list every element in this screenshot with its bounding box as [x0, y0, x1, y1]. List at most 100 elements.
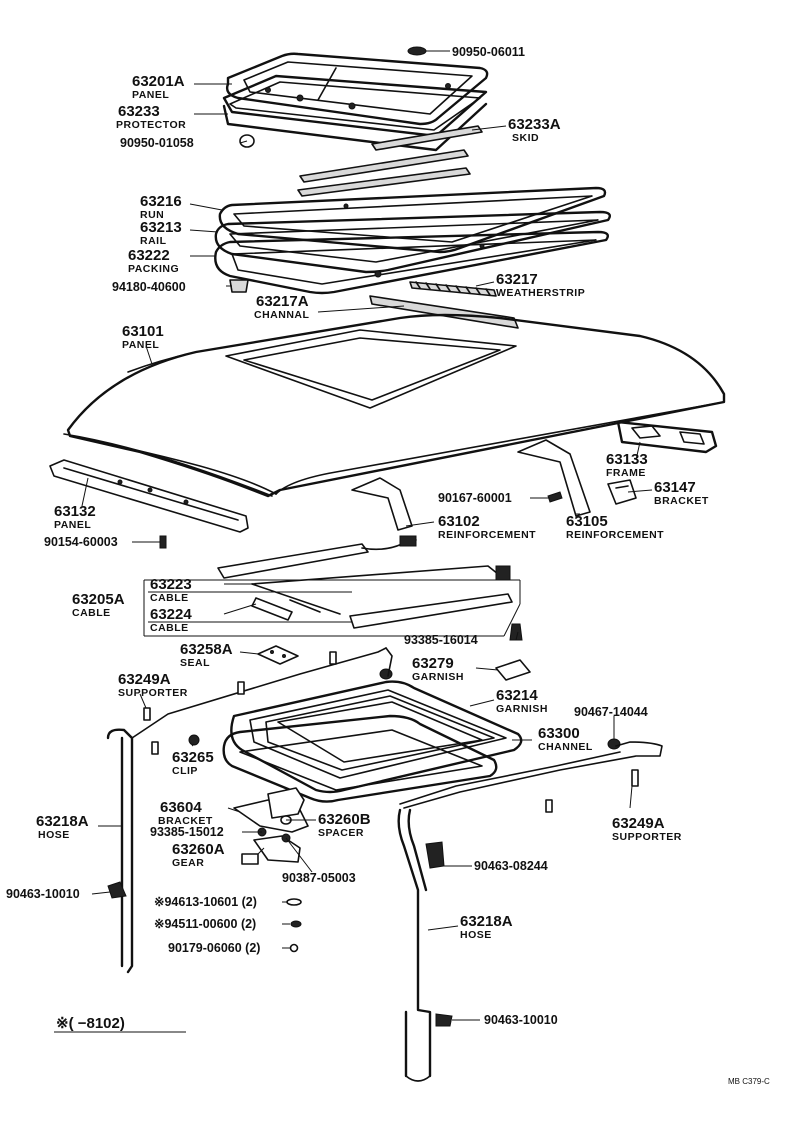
part-name-63218A-left: HOSE — [38, 829, 70, 841]
part-number-63222: 63222 — [128, 247, 170, 264]
reinforcement-right-shape — [517, 439, 591, 517]
part-name-63133: FRAME — [606, 467, 646, 479]
part-name-63260A: GEAR — [172, 857, 204, 869]
part-number-63300: 63300 — [538, 725, 580, 742]
nut-icon — [289, 943, 299, 953]
washer-icon — [286, 898, 302, 906]
clip-icon — [229, 279, 249, 293]
bracket-shape — [607, 479, 637, 505]
bolt-icon — [159, 535, 167, 549]
seal-shape — [257, 645, 299, 665]
part-number-63249A-right: 63249A — [612, 815, 665, 832]
part-name-63201A: PANEL — [132, 89, 169, 101]
part-number-94613-10601: ※94613-10601 (2) — [154, 895, 257, 909]
part-name-63205A: CABLE — [72, 607, 111, 619]
roof-panel-shape — [63, 313, 726, 498]
part-name-63105: REINFORCEMENT — [566, 529, 664, 541]
footnote: ※( −8102) — [56, 1015, 125, 1032]
part-number-90950-06011: 90950-06011 — [452, 45, 525, 59]
cable-assembly-shape — [217, 535, 513, 629]
drain-channel-shape — [222, 680, 523, 803]
part-number-63217A: 63217A — [256, 293, 309, 310]
part-name-63260B: SPACER — [318, 827, 364, 839]
part-number-63105: 63105 — [566, 513, 608, 530]
part-name-63216: RUN — [140, 209, 164, 221]
part-number-90463-08244: 90463-08244 — [474, 859, 548, 873]
part-name-63101: PANEL — [122, 339, 159, 351]
part-name-63258A: SEAL — [180, 657, 210, 669]
part-name-63604: BRACKET — [158, 815, 213, 827]
leader-lines — [54, 50, 653, 1033]
part-number-63265: 63265 — [172, 749, 214, 766]
part-name-63249A-left: SUPPORTER — [118, 687, 188, 699]
part-number-63205A: 63205A — [72, 591, 125, 608]
part-name-63102: REINFORCEMENT — [438, 529, 536, 541]
part-name-63218A-right: HOSE — [460, 929, 492, 941]
part-number-63260B: 63260B — [318, 811, 371, 828]
part-number-63147: 63147 — [654, 479, 696, 496]
reinforcement-left-shape — [351, 477, 413, 531]
part-labels: 90950-06011 63201A PANEL 63233 PROTECTOR… — [6, 45, 770, 1086]
part-number-63224: 63224 — [150, 606, 192, 623]
part-name-63300: CHANNEL — [538, 741, 593, 753]
part-number-63213: 63213 — [140, 219, 182, 236]
part-number-63214: 63214 — [496, 687, 538, 704]
drawing-reference: MB C379-C — [728, 1077, 770, 1086]
channel-shape — [369, 295, 519, 329]
part-number-63216: 63216 — [140, 193, 182, 210]
screw-icon — [547, 491, 563, 503]
part-number-63258A: 63258A — [180, 641, 233, 658]
part-name-63217: WEATHERSTRIP — [496, 287, 585, 299]
part-number-63218A-right: 63218A — [460, 913, 513, 930]
hose-clamp-icon — [435, 1013, 453, 1027]
part-number-93385-15012: 93385-15012 — [150, 825, 224, 839]
part-number-63604: 63604 — [160, 799, 202, 816]
part-number-63102: 63102 — [438, 513, 480, 530]
part-number-90154-60003: 90154-60003 — [44, 535, 118, 549]
hose-clamp-icon — [107, 881, 127, 899]
part-number-63101: 63101 — [122, 323, 164, 340]
part-name-63147: BRACKET — [654, 495, 709, 507]
part-number-63233A: 63233A — [508, 116, 561, 133]
part-name-63132: PANEL — [54, 519, 91, 531]
part-name-63224: CABLE — [150, 622, 189, 634]
grommet-icon — [607, 738, 621, 750]
part-name-63249A-right: SUPPORTER — [612, 831, 682, 843]
part-number-63217: 63217 — [496, 271, 538, 288]
part-number-94511-00600: ※94511-00600 (2) — [154, 917, 256, 931]
part-number-63260A: 63260A — [172, 841, 225, 858]
part-number-63133: 63133 — [606, 451, 648, 468]
part-number-63223: 63223 — [150, 576, 192, 593]
part-number-63218A-left: 63218A — [36, 813, 89, 830]
frame-rails-shape — [214, 186, 611, 295]
hose-clamp-icon — [425, 841, 445, 869]
part-name-63213: RAIL — [140, 235, 167, 247]
part-number-94180-40600: 94180-40600 — [112, 280, 186, 294]
part-name-63214: GARNISH — [496, 703, 548, 715]
rear-frame-shape — [616, 420, 718, 454]
part-name-63279: GARNISH — [412, 671, 464, 683]
part-name-63222: PACKING — [128, 263, 179, 275]
part-drawings — [49, 46, 726, 1082]
part-number-93385-16014: 93385-16014 — [404, 633, 478, 647]
part-name-63233: PROTECTOR — [116, 119, 186, 131]
clip-icon — [188, 734, 200, 746]
part-name-63265: CLIP — [172, 765, 198, 777]
part-number-90179-06060: 90179-06060 (2) — [168, 941, 260, 955]
part-number-90387-05003: 90387-05003 — [282, 871, 356, 885]
skid-strip-shape — [371, 125, 483, 151]
sliding-roof-panel-shape — [222, 52, 489, 152]
garnish-clip-shape — [495, 659, 531, 681]
part-number-63233: 63233 — [118, 103, 160, 120]
part-number-90167-60001: 90167-60001 — [438, 491, 512, 505]
part-number-90463-10010-left: 90463-10010 — [6, 887, 80, 901]
part-number-63201A: 63201A — [132, 73, 185, 90]
drain-hoses-shape — [106, 647, 663, 1082]
part-name-63217A: CHANNAL — [254, 309, 309, 321]
washer-icon — [290, 920, 302, 928]
part-number-90463-10010-right: 90463-10010 — [484, 1013, 558, 1027]
part-name-63233A: SKID — [512, 132, 539, 144]
part-number-90950-01058: 90950-01058 — [120, 136, 194, 150]
grommet-top-icon — [407, 46, 427, 56]
